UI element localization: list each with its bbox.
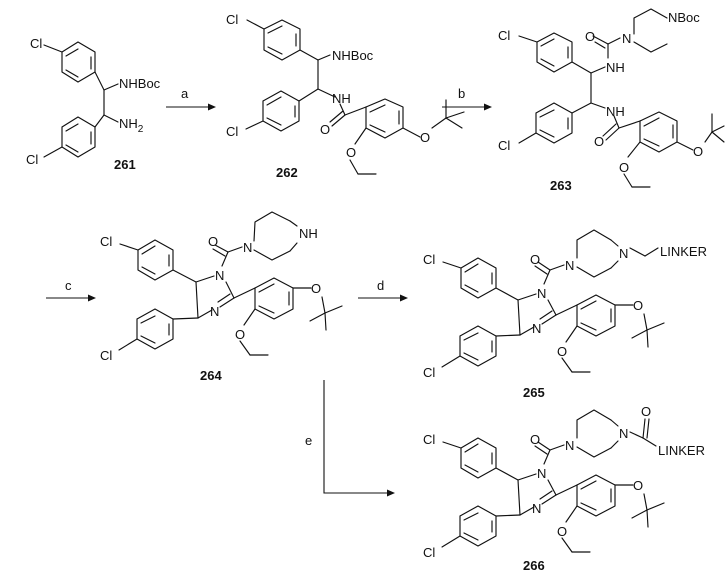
o-label: O bbox=[311, 281, 321, 296]
o-label: O bbox=[530, 432, 540, 447]
o-label: O bbox=[619, 160, 629, 175]
o-label: O bbox=[208, 234, 218, 249]
n-label: N bbox=[210, 304, 219, 319]
reaction-arrow-a: a bbox=[166, 86, 216, 111]
o-label: O bbox=[235, 327, 245, 342]
step-label: d bbox=[377, 278, 384, 293]
o-label: O bbox=[530, 252, 540, 267]
step-label: b bbox=[458, 86, 465, 101]
compound-265-bonds bbox=[441, 229, 665, 373]
cl-label: Cl bbox=[26, 152, 38, 167]
reaction-arrow-b: b bbox=[442, 86, 492, 111]
compound-266: O O N N LINKER N N O O Cl Cl 266 bbox=[423, 404, 705, 573]
o-label: O bbox=[641, 404, 651, 419]
n-label: N bbox=[215, 268, 224, 283]
linker-label: LINKER bbox=[658, 443, 705, 458]
compound-number: 261 bbox=[114, 157, 136, 172]
reaction-arrow-d: d bbox=[358, 278, 408, 302]
cl-label: Cl bbox=[100, 348, 112, 363]
n-label: N bbox=[532, 501, 541, 516]
compound-number: 262 bbox=[276, 165, 298, 180]
nhboc-label: NHBoc bbox=[332, 48, 374, 63]
o-label: O bbox=[594, 134, 604, 149]
cl-label: Cl bbox=[226, 124, 238, 139]
n-label: N bbox=[619, 246, 628, 261]
compound-263-bonds bbox=[518, 8, 725, 188]
cl-label: Cl bbox=[423, 545, 435, 560]
nh-label: NH bbox=[606, 104, 625, 119]
linker-label: LINKER bbox=[660, 244, 707, 259]
cl-label: Cl bbox=[498, 28, 510, 43]
n-label: N bbox=[537, 466, 546, 481]
nh-label: NH bbox=[332, 91, 351, 106]
compound-263: O N NBoc NH NH O O O Cl Cl 263 bbox=[498, 8, 725, 193]
compound-number: 266 bbox=[523, 558, 545, 573]
nboc-label: NBoc bbox=[668, 10, 700, 25]
nh2-label: NH2 bbox=[119, 116, 144, 135]
n-label: N bbox=[565, 438, 574, 453]
cl-label: Cl bbox=[100, 234, 112, 249]
compound-262: Cl NHBoc NH O O O Cl 262 bbox=[226, 12, 465, 180]
compound-264: O N NH N N O O Cl Cl 264 bbox=[100, 211, 343, 383]
compound-261-bonds bbox=[43, 41, 119, 158]
n-label: N bbox=[565, 258, 574, 273]
o-label: O bbox=[320, 122, 330, 137]
cl-label: Cl bbox=[498, 138, 510, 153]
cl-label: Cl bbox=[226, 12, 238, 27]
nhboc-label: NHBoc bbox=[119, 76, 161, 91]
nh-label: NH bbox=[606, 60, 625, 75]
o-label: O bbox=[633, 298, 643, 313]
compound-number: 263 bbox=[550, 178, 572, 193]
o-label: O bbox=[693, 144, 703, 159]
o-label: O bbox=[557, 344, 567, 359]
n-label: N bbox=[243, 240, 252, 255]
compound-number: 265 bbox=[523, 385, 545, 400]
cl-label: Cl bbox=[30, 36, 42, 51]
compound-262-bonds bbox=[245, 19, 465, 175]
n-label: N bbox=[532, 321, 541, 336]
compound-261: Cl NHBoc NH2 Cl 261 bbox=[26, 36, 161, 172]
cl-label: Cl bbox=[423, 432, 435, 447]
compound-264-bonds bbox=[118, 211, 343, 356]
nh-label: NH bbox=[299, 226, 318, 241]
n-label: N bbox=[622, 31, 631, 46]
step-label: c bbox=[65, 278, 72, 293]
step-label: e bbox=[305, 433, 312, 448]
o-label: O bbox=[585, 29, 595, 44]
o-label: O bbox=[346, 145, 356, 160]
reaction-arrow-c: c bbox=[46, 278, 96, 302]
n-label: N bbox=[537, 286, 546, 301]
o-label: O bbox=[420, 130, 430, 145]
step-label: a bbox=[181, 86, 189, 101]
o-label: O bbox=[633, 478, 643, 493]
o-label: O bbox=[557, 524, 567, 539]
n-label: N bbox=[619, 426, 628, 441]
reaction-arrow-e: e bbox=[305, 380, 395, 497]
cl-label: Cl bbox=[423, 365, 435, 380]
compound-266-bonds bbox=[441, 409, 665, 553]
compound-number: 264 bbox=[200, 368, 222, 383]
compound-265: O N N LINKER N N O O Cl Cl 265 bbox=[423, 229, 707, 400]
cl-label: Cl bbox=[423, 252, 435, 267]
